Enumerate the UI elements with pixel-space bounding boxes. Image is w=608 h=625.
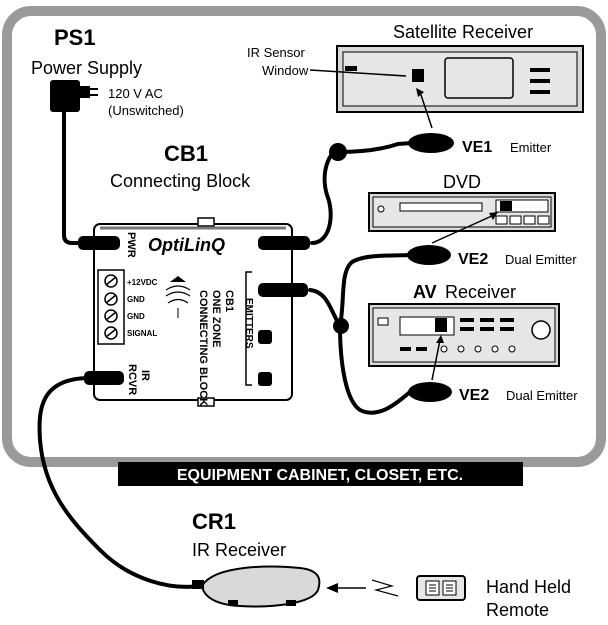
av-ir-window xyxy=(435,318,447,332)
terminal-signal: SIGNAL xyxy=(127,329,157,338)
ve1-cable xyxy=(310,150,340,245)
ps1-name: Power Supply xyxy=(31,58,142,78)
ve2a-id: VE2 xyxy=(458,251,488,268)
ve2a-type: Dual Emitter xyxy=(505,252,577,267)
av-title-bold: AV xyxy=(413,282,437,302)
cabinet-label: EQUIPMENT CABINET, CLOSET, ETC. xyxy=(177,467,463,484)
av-receiver: AV Receiver xyxy=(368,282,560,367)
ve1-type: Emitter xyxy=(510,140,552,155)
emitter-port-2 xyxy=(258,283,308,297)
power-supply-body xyxy=(50,80,80,112)
emitter-port-3 xyxy=(258,330,272,344)
ps1-note: (Unswitched) xyxy=(108,103,184,118)
cb1-name: Connecting Block xyxy=(110,171,251,191)
ve2b-type: Dual Emitter xyxy=(506,388,578,403)
brand-logo: OptiLinQ xyxy=(148,235,225,255)
terminal-12vdc: +12VDC xyxy=(127,278,158,287)
ir-sensor-window xyxy=(412,69,424,82)
ve2-av-emitter: VE2 Dual Emitter xyxy=(408,335,578,404)
emitter-port-4 xyxy=(258,372,272,386)
hand-held-remote: Hand Held Remote xyxy=(416,575,571,620)
dvd-title: DVD xyxy=(443,172,481,192)
satellite-display xyxy=(444,57,514,99)
ve1-cable-b xyxy=(336,141,414,154)
ps1-voltage: 120 V AC xyxy=(108,86,163,101)
emitters-label: EMITTERS xyxy=(243,298,254,349)
satellite-receiver: Satellite Receiver IR Sensor Window xyxy=(247,22,584,113)
cr1-id: CR1 xyxy=(192,509,236,534)
ir-signal-icon xyxy=(326,579,399,597)
ve2b-cable xyxy=(338,324,412,415)
ir-rcvr-port xyxy=(84,371,124,385)
cb1-title-line-1: CB1 xyxy=(223,290,235,312)
ir-sensor-label-1: IR Sensor xyxy=(247,45,305,60)
remote-label-2: Remote xyxy=(486,600,549,620)
dvd-ir-window xyxy=(500,201,512,211)
pwr-port xyxy=(78,236,120,250)
terminal-gnd-2: GND xyxy=(127,312,145,321)
av-title-rest: Receiver xyxy=(445,282,516,302)
ve2a-cable xyxy=(338,253,412,328)
cr1-body xyxy=(200,565,321,608)
connecting-block: PWR OptiLinQ +12VDC GND GND SIGNAL CB1 O… xyxy=(78,217,310,407)
power-supply: PS1 Power Supply 120 V AC (Unswitched) xyxy=(31,25,184,118)
ir-sensor-label-2: Window xyxy=(262,63,309,78)
cb1-id: CB1 xyxy=(164,141,208,166)
remote-body xyxy=(416,575,466,601)
emitter-port-1 xyxy=(258,236,310,250)
remote-label-1: Hand Held xyxy=(486,577,571,597)
ve1-id: VE1 xyxy=(462,139,492,156)
cb1-title-line-3: CONNECTING BLOCK xyxy=(197,290,209,406)
ps1-id: PS1 xyxy=(54,25,96,50)
dvd-player: DVD xyxy=(368,172,556,232)
ir-label: IR xyxy=(139,370,151,381)
cabinet-label-box xyxy=(118,462,523,486)
satellite-title: Satellite Receiver xyxy=(393,22,533,42)
ve1-emitter: VE1 Emitter xyxy=(408,88,552,156)
ve2-dvd-emitter: VE2 Dual Emitter xyxy=(407,212,577,268)
rcvr-label: RCVR xyxy=(126,364,138,395)
ve1-junction xyxy=(329,143,347,161)
ve2-junction xyxy=(333,318,349,334)
cb1-title-line-2: ONE ZONE xyxy=(210,290,222,347)
connecting-block-body xyxy=(93,223,293,401)
pwr-label: PWR xyxy=(125,232,137,258)
terminal-gnd-1: GND xyxy=(127,295,145,304)
logo-mark-icon xyxy=(165,276,191,318)
ir-receiver: CR1 IR Receiver xyxy=(192,509,321,608)
power-cable xyxy=(62,108,88,245)
ir-receiver-cable xyxy=(37,376,202,589)
cr1-name: IR Receiver xyxy=(192,540,286,560)
ve2b-id: VE2 xyxy=(459,387,489,404)
